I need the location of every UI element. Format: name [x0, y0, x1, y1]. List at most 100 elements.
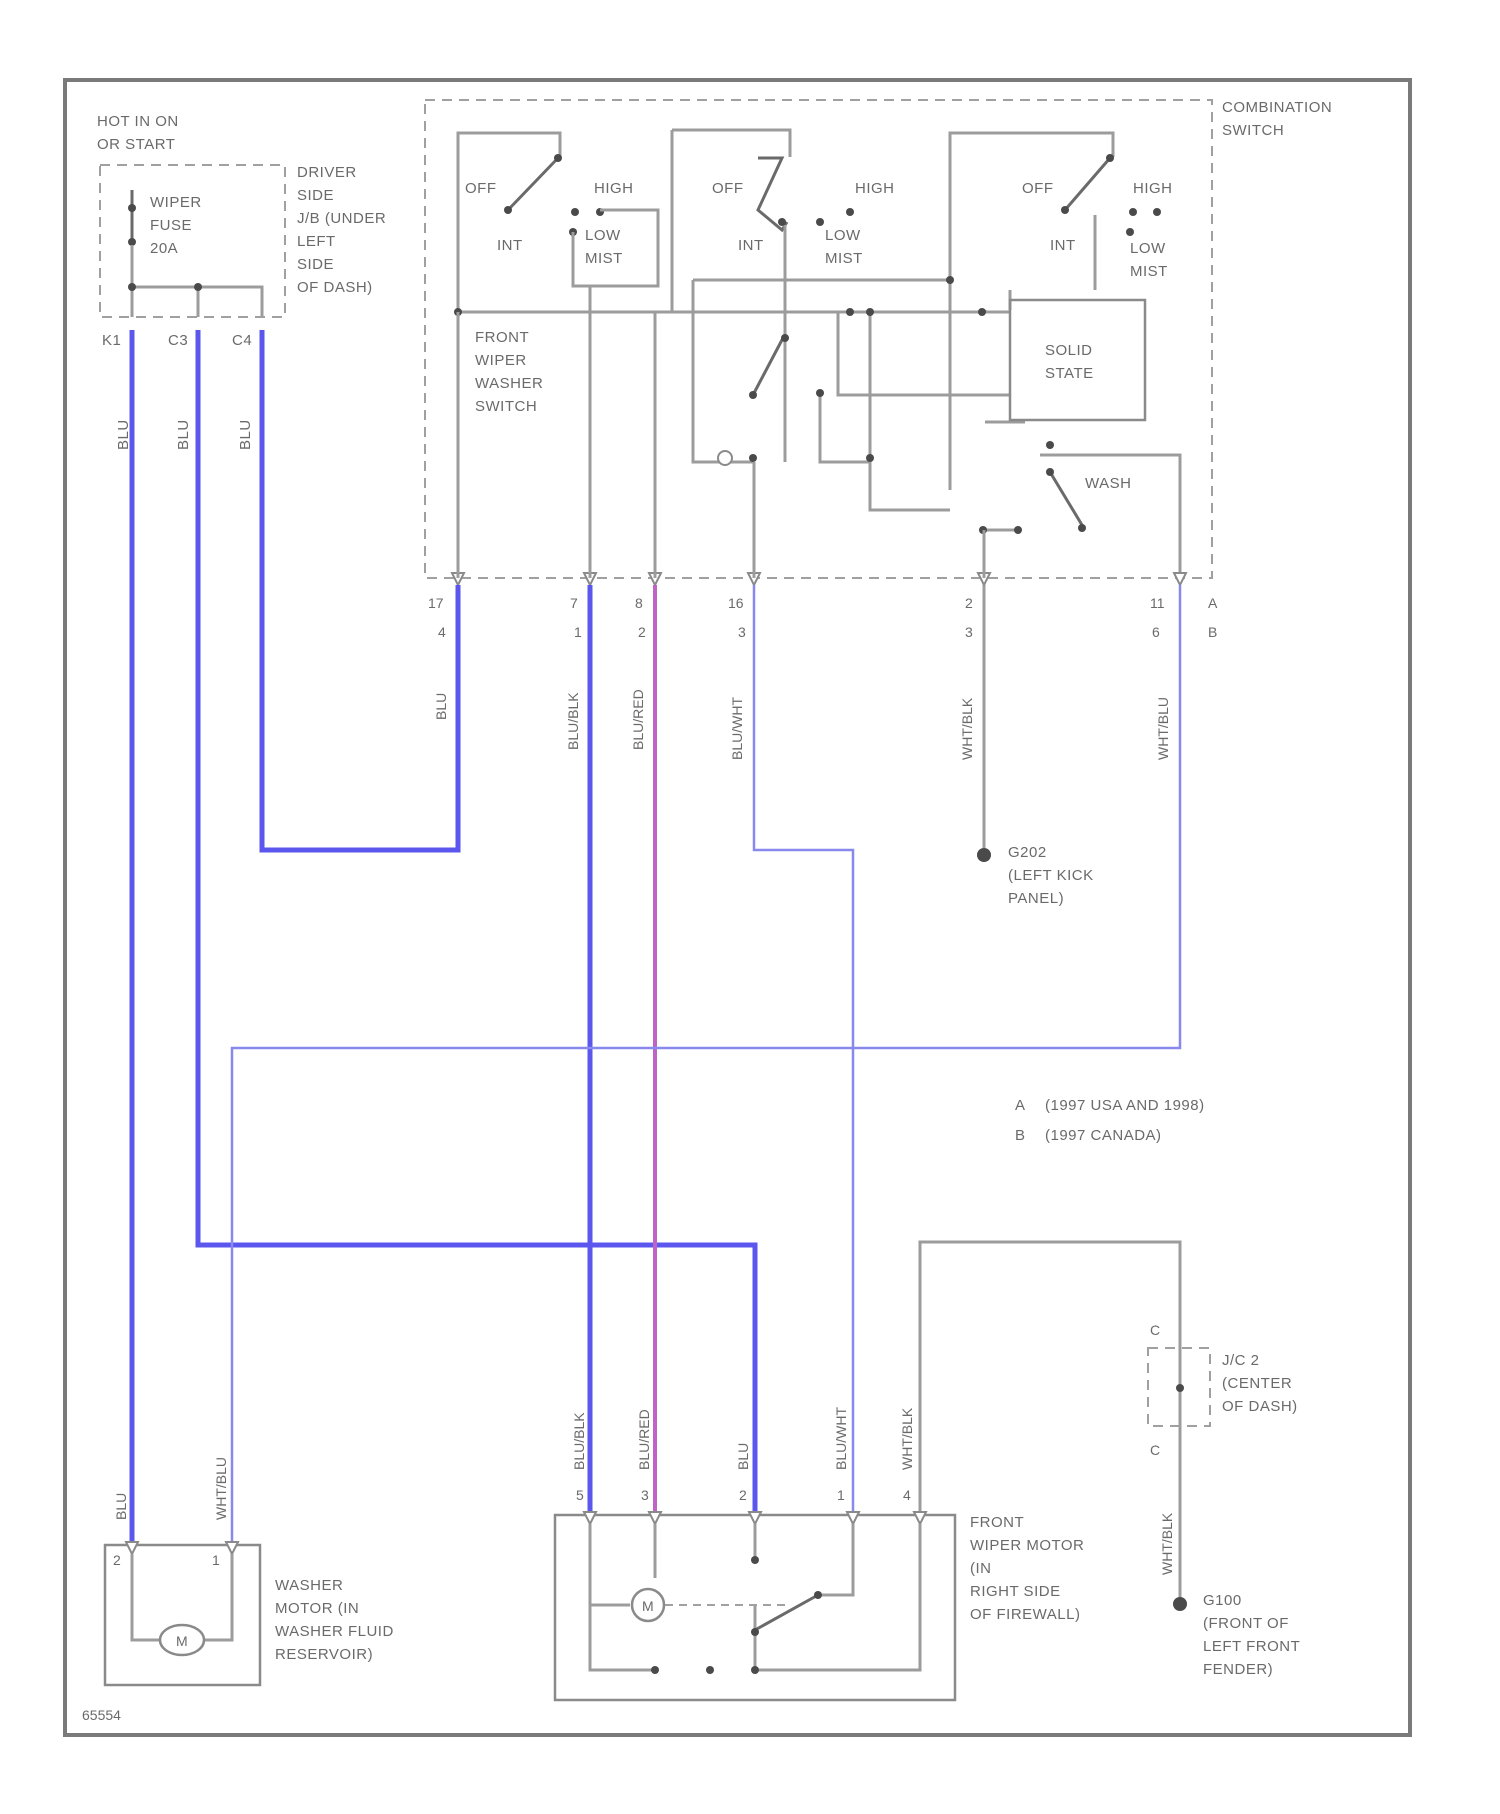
svg-text:WHT/BLK: WHT/BLK	[959, 697, 975, 760]
svg-text:G202: G202	[1008, 844, 1047, 861]
svg-text:G100: G100	[1203, 1592, 1242, 1609]
svg-text:2: 2	[638, 624, 646, 640]
connector-variant-labels: A B	[1208, 595, 1218, 640]
wire-blu-wht	[754, 585, 853, 1515]
switch-wire-color-labels: BLU BLU/BLK BLU/RED BLU/WHT WHT/BLK WHT/…	[433, 689, 1171, 760]
svg-text:B: B	[1208, 624, 1217, 640]
washer-motor-label: WASHER MOTOR (IN WASHER FLUID RESERVOIR)	[275, 1577, 394, 1663]
svg-text:7: 7	[570, 595, 578, 611]
svg-text:M: M	[176, 1633, 188, 1649]
wiper-switch-section-1: OFF HIGH INT LOW MIST	[458, 133, 658, 312]
svg-text:FUSE: FUSE	[150, 217, 192, 234]
hot-in-on-label: HOT IN ON OR START	[97, 113, 179, 153]
svg-text:SOLID: SOLID	[1045, 342, 1093, 359]
svg-text:WASHER: WASHER	[475, 375, 543, 392]
junction-block-outline	[100, 165, 285, 317]
svg-text:OF DASH): OF DASH)	[1222, 1398, 1298, 1415]
switch-pin-wires	[458, 286, 984, 578]
svg-text:OFF: OFF	[712, 180, 744, 197]
svg-text:5: 5	[576, 1487, 584, 1503]
svg-text:WIPER MOTOR: WIPER MOTOR	[970, 1537, 1084, 1554]
svg-text:BLU: BLU	[433, 693, 449, 720]
svg-text:A: A	[1208, 595, 1218, 611]
svg-text:BLU: BLU	[115, 419, 132, 450]
svg-text:1: 1	[837, 1487, 845, 1503]
svg-text:HIGH: HIGH	[1133, 180, 1173, 197]
svg-text:WIPER: WIPER	[150, 194, 202, 211]
svg-text:LOW: LOW	[825, 227, 861, 244]
svg-text:INT: INT	[738, 237, 764, 254]
svg-text:C: C	[1150, 1322, 1160, 1338]
svg-text:WHT/BLK: WHT/BLK	[1159, 1512, 1175, 1575]
svg-text:COMBINATION: COMBINATION	[1222, 99, 1332, 116]
svg-text:(LEFT KICK: (LEFT KICK	[1008, 867, 1094, 884]
svg-text:16: 16	[728, 595, 744, 611]
svg-text:LEFT: LEFT	[297, 233, 336, 250]
svg-text:DRIVER: DRIVER	[297, 164, 357, 181]
svg-text:(IN: (IN	[970, 1560, 992, 1577]
svg-text:6: 6	[1152, 624, 1160, 640]
svg-text:LOW: LOW	[1130, 240, 1166, 257]
jb-pin-labels: K1 C3 C4	[102, 332, 252, 349]
svg-text:OFF: OFF	[1022, 180, 1054, 197]
svg-text:BLU: BLU	[113, 1493, 129, 1520]
svg-text:3: 3	[738, 624, 746, 640]
diagram-frame	[65, 80, 1410, 1735]
front-wiper-washer-switch-label: FRONT WIPER WASHER SWITCH	[475, 329, 543, 415]
svg-text:WHT/BLK: WHT/BLK	[899, 1407, 915, 1470]
solid-state-box	[1010, 300, 1145, 420]
front-wiper-motor-label: FRONT WIPER MOTOR (IN RIGHT SIDE OF FIRE…	[970, 1514, 1084, 1623]
svg-text:SWITCH: SWITCH	[475, 398, 537, 415]
wire-c4-to-switch	[262, 330, 458, 850]
jb-wire-color-labels: BLU BLU BLU	[115, 419, 254, 450]
svg-text:J/B (UNDER: J/B (UNDER	[297, 210, 386, 227]
svg-text:OF DASH): OF DASH)	[297, 279, 373, 296]
svg-text:J/C 2: J/C 2	[1222, 1352, 1260, 1369]
svg-text:SIDE: SIDE	[297, 187, 334, 204]
svg-text:3: 3	[641, 1487, 649, 1503]
svg-text:OFF: OFF	[465, 180, 497, 197]
svg-text:HIGH: HIGH	[855, 180, 895, 197]
washer-motor: BLU WHT/BLU 2 1 M	[105, 1457, 260, 1685]
svg-text:OF FIREWALL): OF FIREWALL)	[970, 1606, 1080, 1623]
svg-text:4: 4	[903, 1487, 911, 1503]
junction-connector-j-c2: C C J/C 2 (CENTER OF DASH) WHT/BLK	[1148, 1322, 1298, 1575]
svg-text:B: B	[1015, 1127, 1026, 1144]
svg-text:FRONT: FRONT	[475, 329, 529, 346]
svg-text:A: A	[1015, 1097, 1026, 1114]
svg-text:C3: C3	[168, 332, 188, 349]
svg-text:11: 11	[1150, 595, 1165, 611]
svg-text:RESERVOIR): RESERVOIR)	[275, 1646, 373, 1663]
svg-text:STATE: STATE	[1045, 365, 1094, 382]
svg-text:HOT IN ON: HOT IN ON	[97, 113, 179, 130]
svg-text:K1: K1	[102, 332, 121, 349]
switch-internal-bus	[458, 280, 1180, 578]
svg-text:BLU: BLU	[175, 419, 192, 450]
svg-text:20A: 20A	[150, 240, 178, 257]
svg-text:(CENTER: (CENTER	[1222, 1375, 1292, 1392]
svg-text:OR START: OR START	[97, 136, 175, 153]
svg-text:WIPER: WIPER	[475, 352, 527, 369]
svg-text:INT: INT	[1050, 237, 1076, 254]
svg-text:SWITCH: SWITCH	[1222, 122, 1284, 139]
wire-wht-blu-to-washer	[232, 585, 1180, 1545]
svg-text:BLU/WHT: BLU/WHT	[729, 697, 745, 760]
ground-g202: G202 (LEFT KICK PANEL)	[977, 844, 1094, 907]
junction-block-label: DRIVER SIDE J/B (UNDER LEFT SIDE OF DASH…	[297, 164, 386, 296]
svg-text:WHT/BLU: WHT/BLU	[213, 1457, 229, 1520]
svg-text:1: 1	[574, 624, 582, 640]
svg-text:2: 2	[113, 1552, 121, 1568]
figure-id: 65554	[82, 1707, 121, 1723]
svg-text:WASHER: WASHER	[275, 1577, 343, 1594]
svg-text:SIDE: SIDE	[297, 256, 334, 273]
svg-text:3: 3	[965, 624, 973, 640]
svg-text:MIST: MIST	[825, 250, 863, 267]
svg-text:BLU: BLU	[735, 1443, 751, 1470]
svg-text:BLU/BLK: BLU/BLK	[571, 1412, 587, 1470]
switch-pin-numbers-b: 4 1 2 3 3 6	[438, 624, 1160, 640]
svg-text:FENDER): FENDER)	[1203, 1661, 1273, 1678]
solid-state-label: SOLID STATE	[1045, 342, 1094, 382]
wiper-switch-section-2: OFF HIGH INT LOW MIST	[672, 130, 895, 335]
svg-text:INT: INT	[497, 237, 523, 254]
